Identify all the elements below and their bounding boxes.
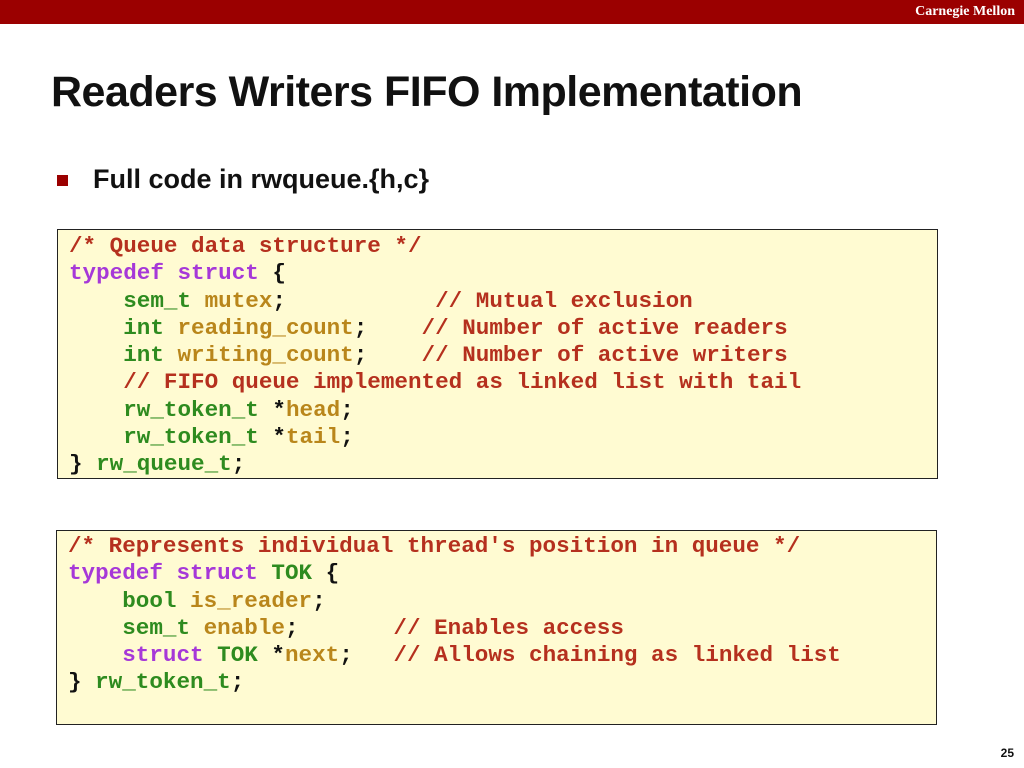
code-token-type: TOK	[217, 642, 258, 669]
code-token-punctuation	[190, 615, 204, 641]
code-token-type: sem_t	[122, 614, 191, 641]
code-token-type: sem_t	[123, 287, 192, 314]
code-line: sem_t mutex; // Mutual exclusion	[69, 288, 801, 315]
code-token-punctuation: ;	[231, 451, 246, 478]
code-token-punctuation: ;	[340, 424, 354, 451]
code-token-identifier: enable	[203, 614, 285, 641]
code-token-keyword: typedef	[68, 560, 163, 587]
bullet-text: Full code in rwqueue.{h,c}	[93, 164, 430, 194]
code-token-punctuation: ;	[340, 396, 354, 423]
code-line: /* Represents individual thread's positi…	[68, 533, 841, 560]
code-token-punctuation	[69, 424, 123, 450]
code-token-identifier: is_reader	[190, 587, 313, 614]
code-token-punctuation	[68, 615, 122, 641]
code-token-comment: /* Queue data structure */	[69, 233, 422, 259]
code-token-punctuation: ;	[339, 642, 394, 669]
code-token-punctuation	[191, 288, 205, 314]
code-line: sem_t enable; // Enables access	[68, 615, 841, 642]
token-struct-code-block: /* Represents individual thread's positi…	[56, 530, 937, 725]
code-token-type: int	[123, 314, 164, 341]
code-token-punctuation: {	[258, 260, 286, 287]
code-token-punctuation: *	[258, 424, 286, 451]
code-token-comment: // Mutual exclusion	[435, 287, 693, 314]
code-token-identifier: tail	[285, 424, 341, 451]
code-token-comment: /* Represents individual thread's positi…	[68, 533, 801, 559]
code-token-punctuation	[69, 342, 123, 368]
code-line: int reading_count; // Number of active r…	[69, 315, 801, 342]
code-token-punctuation	[164, 342, 178, 368]
slide-title: Readers Writers FIFO Implementation	[51, 68, 803, 116]
code-token-comment: // Allows chaining as linked list	[393, 642, 841, 669]
code-token-keyword: struct	[122, 642, 204, 669]
code-token-identifier: next	[284, 642, 340, 669]
code-token-type: rw_queue_t	[96, 451, 232, 478]
code-token-punctuation	[69, 315, 123, 341]
code-token-punctuation: ;	[353, 342, 422, 369]
code-token-identifier: mutex	[204, 287, 273, 314]
code-line: rw_token_t *tail;	[69, 424, 801, 451]
code-token-type: int	[123, 342, 164, 369]
code-token-punctuation	[163, 560, 177, 586]
code-token-keyword: struct	[176, 560, 258, 587]
code-token-punctuation	[204, 642, 218, 668]
code-token-punctuation	[69, 288, 123, 314]
code-token-punctuation: ;	[284, 614, 394, 641]
code-token-punctuation: {	[312, 560, 340, 587]
code-token-type: rw_token_t	[123, 396, 259, 423]
code-lines: /* Represents individual thread's positi…	[68, 533, 841, 697]
code-token-identifier: reading_count	[177, 314, 354, 341]
code-token-keyword: struct	[177, 260, 259, 287]
code-lines: /* Queue data structure */typedef struct…	[69, 233, 801, 479]
brand-label: Carnegie Mellon	[915, 4, 1015, 19]
code-token-comment: // FIFO queue implemented as linked list…	[123, 369, 802, 396]
code-token-keyword: typedef	[69, 260, 164, 287]
code-token-punctuation: ;	[272, 287, 436, 314]
code-token-punctuation: ;	[353, 314, 422, 341]
code-token-type: TOK	[271, 560, 313, 587]
queue-struct-code-block: /* Queue data structure */typedef struct…	[57, 229, 938, 479]
code-token-type: rw_token_t	[95, 669, 231, 696]
code-line: bool is_reader;	[68, 588, 841, 615]
page-number: 25	[1000, 746, 1014, 760]
code-token-identifier: writing_count	[177, 342, 354, 369]
code-line: /* Queue data structure */	[69, 233, 801, 260]
code-token-punctuation	[69, 397, 123, 423]
code-line: } rw_token_t;	[68, 669, 841, 696]
code-line: int writing_count; // Number of active w…	[69, 342, 801, 369]
code-token-punctuation	[258, 560, 272, 586]
code-token-type: rw_token_t	[123, 424, 259, 451]
header-bar: Carnegie Mellon	[0, 0, 1024, 24]
code-token-comment: // Enables access	[393, 614, 624, 641]
code-line: typedef struct TOK {	[68, 560, 841, 587]
code-token-punctuation	[176, 588, 190, 614]
code-token-punctuation: *	[258, 396, 286, 423]
square-bullet-icon	[57, 175, 68, 186]
code-token-punctuation	[69, 369, 123, 395]
code-token-punctuation	[164, 260, 178, 286]
code-token-punctuation: *	[257, 642, 285, 669]
code-line: // FIFO queue implemented as linked list…	[69, 369, 801, 396]
code-line: struct TOK *next; // Allows chaining as …	[68, 642, 841, 669]
code-token-type: bool	[122, 587, 177, 614]
code-token-punctuation: }	[69, 451, 97, 478]
code-token-comment: // Number of active writers	[421, 342, 788, 369]
code-token-punctuation: ;	[312, 587, 326, 614]
code-token-identifier: head	[285, 396, 341, 423]
code-line: } rw_queue_t;	[69, 451, 801, 478]
code-token-punctuation: }	[68, 669, 96, 696]
code-token-punctuation	[164, 315, 178, 341]
code-line: rw_token_t *head;	[69, 397, 801, 424]
code-token-punctuation: ;	[230, 669, 245, 696]
code-token-comment: // Number of active readers	[421, 314, 788, 341]
code-line: typedef struct {	[69, 260, 801, 287]
code-token-punctuation	[68, 588, 122, 614]
code-token-punctuation	[68, 642, 122, 668]
